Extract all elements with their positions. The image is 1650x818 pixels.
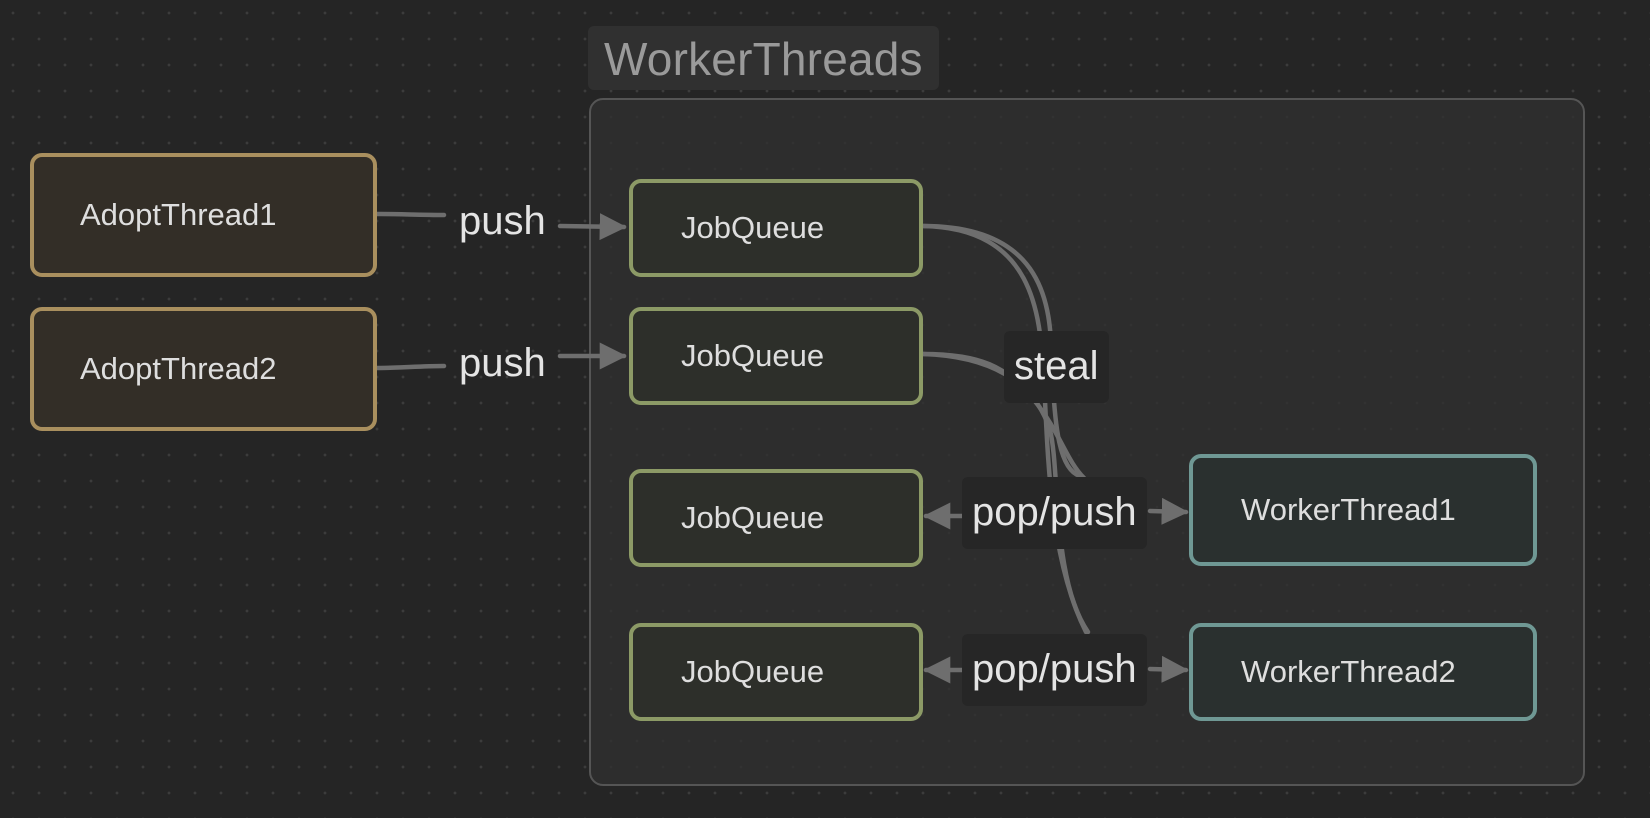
adopt-thread-2-label: AdoptThread2 [80,351,277,386]
adopt-thread-1-label: AdoptThread1 [80,197,277,232]
job-queue-4-node[interactable]: JobQueue [629,623,923,721]
job-queue-3-node[interactable]: JobQueue [629,469,923,567]
edge-poppush-1-right [1147,497,1189,525]
group-title: WorkerThreads [588,26,939,90]
worker-thread-2-label: WorkerThread2 [1241,654,1456,689]
adopt-thread-1-node[interactable]: AdoptThread1 [30,153,377,277]
edge-label-pop-push-1: pop/push [962,477,1147,549]
edge-steal-d [920,351,1091,635]
job-queue-4-label: JobQueue [681,654,825,689]
job-queue-1-node[interactable]: JobQueue [629,179,923,277]
worker-thread-1-label: WorkerThread1 [1241,492,1456,527]
edge-label-pop-push-2: pop/push [962,634,1147,706]
edge-push-2 [374,363,447,371]
worker-thread-1-node[interactable]: WorkerThread1 [1189,454,1537,566]
edge-push-1-head [557,213,627,241]
edge-label-steal: steal [1004,331,1109,403]
edge-push-1 [374,211,447,218]
job-queue-1-label: JobQueue [681,210,825,245]
job-queue-3-label: JobQueue [681,500,825,535]
job-queue-2-label: JobQueue [681,338,825,373]
adopt-thread-2-node[interactable]: AdoptThread2 [30,307,377,431]
job-queue-2-node[interactable]: JobQueue [629,307,923,405]
edge-steal-b [920,223,1089,635]
worker-thread-2-node[interactable]: WorkerThread2 [1189,623,1537,721]
edge-poppush-2-right [1147,655,1189,683]
edge-label-push-2: push [459,341,546,385]
edge-label-push-1: push [459,199,546,243]
